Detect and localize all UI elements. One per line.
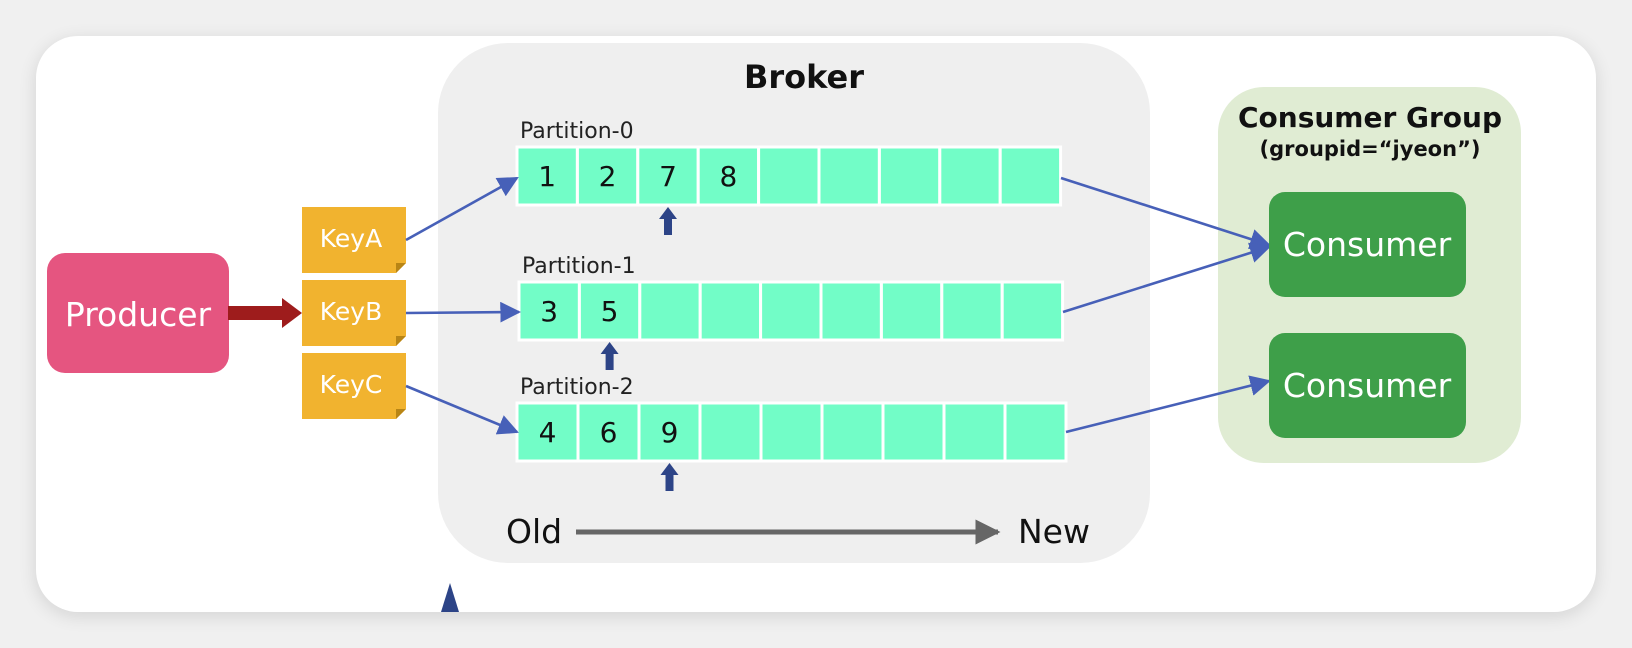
- partition-cell: [877, 145, 942, 207]
- key-label: KeyB: [320, 297, 382, 326]
- partition-cell: [879, 280, 944, 342]
- key-note-keyb: KeyB: [302, 280, 406, 346]
- message-offset: 4: [539, 416, 557, 449]
- message-offset: 2: [599, 160, 617, 193]
- connector-arrows: [405, 176, 1272, 435]
- message-offset: 8: [719, 160, 737, 193]
- offset-pointer-icon: [600, 342, 619, 370]
- kafka-diagram: Broker Consumer Group (groupid=“jyeon”) …: [47, 43, 1521, 612]
- partition-cell: [638, 280, 702, 342]
- consumer-group-subtitle: (groupid=“jyeon”): [1260, 137, 1481, 161]
- partition-label: Partition-0: [520, 119, 634, 144]
- partition-1: Partition-1 3 5: [517, 254, 1065, 370]
- partition-label: Partition-1: [522, 254, 636, 279]
- key-note-keya: KeyA: [302, 207, 406, 273]
- message-offset: 6: [600, 416, 618, 449]
- partition-cell: [698, 280, 763, 342]
- partition-cell: [938, 145, 1002, 207]
- key-a-to-partition-0-arrow: [405, 176, 519, 242]
- partition-label: Partition-2: [520, 375, 634, 400]
- partition-cell: [696, 145, 761, 207]
- diagram-card: Broker Consumer Group (groupid=“jyeon”) …: [36, 36, 1596, 612]
- key-note-keyc: KeyC: [302, 353, 406, 419]
- partition-cell: [636, 145, 700, 207]
- partition-0-to-consumer-1-arrow: [1060, 176, 1271, 250]
- keys-group: KeyA KeyB KeyC: [302, 207, 406, 419]
- partition-cell: [577, 280, 642, 342]
- consumer-box-1: Consumer: [1269, 333, 1466, 438]
- producer-label: Producer: [65, 295, 212, 334]
- partition-cell: [820, 401, 885, 463]
- partition-cell: [698, 401, 763, 463]
- producer-arrow: [228, 298, 302, 328]
- partition-0: Partition-0 1 2 7 8: [515, 119, 1063, 235]
- message-offset: 1: [538, 160, 556, 193]
- key-label: KeyC: [320, 370, 383, 399]
- axis-old-label: Old: [506, 512, 562, 551]
- message-offset: 9: [661, 416, 679, 449]
- partition-cell: [515, 401, 580, 463]
- message-offset: 5: [601, 295, 619, 328]
- consumer-box-0: Consumer: [1269, 192, 1466, 297]
- axis-new-label: New: [1018, 512, 1090, 551]
- partition-cell: [998, 145, 1063, 207]
- offset-pointer-icon: [660, 463, 679, 491]
- partition-1-to-consumer-1-arrow: [1062, 242, 1271, 314]
- message-offset: 3: [540, 295, 558, 328]
- message-offset: 7: [659, 160, 677, 193]
- consumer-label: Consumer: [1283, 225, 1452, 264]
- partition-cell: [817, 145, 881, 207]
- partial-marker-icon: [441, 583, 459, 612]
- consumer-group-title: Consumer Group: [1238, 101, 1502, 134]
- partition-cell: [1003, 401, 1068, 463]
- broker-title: Broker: [744, 58, 864, 96]
- partition-cell: [1000, 280, 1065, 342]
- partition-2: Partition-2 4 6 9: [515, 375, 1068, 491]
- partition-cell: [515, 145, 579, 207]
- partition-cell: [881, 401, 946, 463]
- key-label: KeyA: [320, 224, 382, 253]
- partition-cell: [940, 280, 1004, 342]
- partition-cell: [759, 280, 823, 342]
- partition-cell: [759, 401, 824, 463]
- producer-box: [47, 253, 229, 373]
- partition-2-to-consumer-2-arrow: [1065, 375, 1272, 434]
- key-b-to-partition-1-arrow: [405, 301, 522, 323]
- key-c-to-partition-2-arrow: [405, 384, 519, 435]
- offset-pointer-icon: [659, 207, 677, 235]
- partition-cell: [819, 280, 883, 342]
- partition-cell: [942, 401, 1007, 463]
- partition-cell: [757, 145, 821, 207]
- consumer-label: Consumer: [1283, 366, 1452, 405]
